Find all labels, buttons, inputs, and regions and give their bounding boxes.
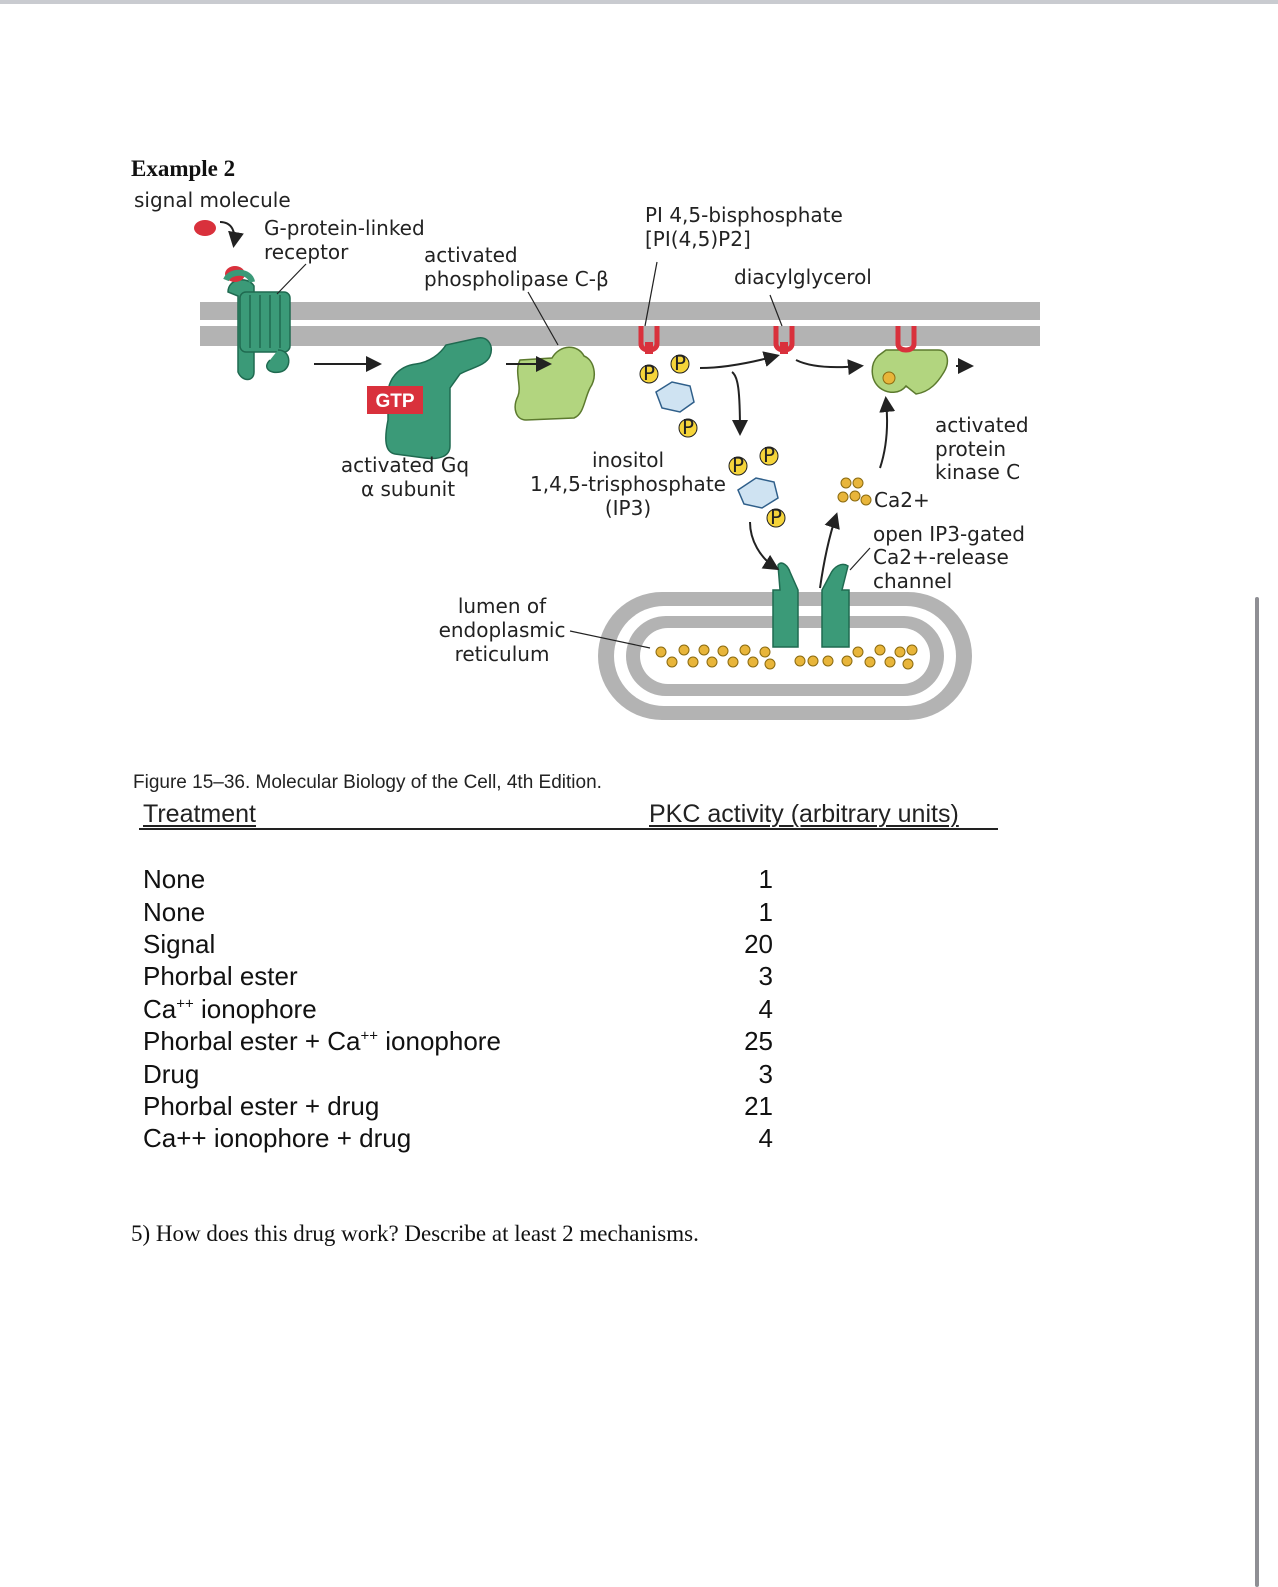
pkc-label-line1: activated — [935, 413, 1029, 437]
vertical-scrollbar[interactable] — [1255, 597, 1259, 1587]
activity-cell: 3 — [758, 961, 773, 991]
pip2-label-line2: [PI(4,5)P2] — [645, 227, 751, 251]
endoplasmic-reticulum — [598, 592, 972, 720]
figure-caption: Figure 15–36. Molecular Biology of the C… — [133, 772, 602, 793]
table-header-rule — [139, 828, 998, 830]
table-row: None 1 — [143, 864, 783, 896]
svg-text:P: P — [682, 415, 694, 439]
diagram-labels: signal molecule G-protein-linked recepto… — [134, 188, 1029, 666]
protein-kinase-c — [871, 326, 949, 395]
pathway-arrows — [314, 351, 974, 589]
svg-text:P: P — [643, 361, 655, 385]
activity-cell: 4 — [758, 994, 773, 1024]
gtp-label: GTP — [375, 391, 414, 412]
gq-label-line1: activated Gq — [341, 453, 469, 477]
treatment-cell: Phorbal ester + drug — [143, 1091, 380, 1121]
activity-cell: 1 — [758, 897, 773, 927]
activity-cell: 25 — [744, 1026, 773, 1056]
treatment-cell: Phorbal ester + Ca++ ionophore — [143, 1026, 501, 1056]
ip3-label-line2: 1,4,5-trisphosphate — [530, 472, 726, 496]
table-row: Ca++ ionophore 4 — [143, 994, 783, 1026]
plc-label-line1: activated — [424, 243, 518, 267]
treatment-cell: Phorbal ester — [143, 961, 298, 991]
example-heading: Example 2 — [131, 156, 236, 181]
table-row: Phorbal ester 3 — [143, 961, 783, 993]
pkc-label-line2: protein — [935, 437, 1006, 461]
phospholipase-c-beta — [514, 291, 596, 421]
treatment-cell: Ca++ ionophore + drug — [143, 1123, 412, 1153]
er-label-line1: lumen of — [458, 594, 547, 618]
channel-label-line3: channel — [873, 569, 952, 593]
activity-cell: 21 — [744, 1091, 773, 1121]
table-row: Ca++ ionophore + drug 4 — [143, 1123, 783, 1155]
diacylglycerol — [769, 294, 795, 354]
activity-cell: 3 — [758, 1059, 773, 1089]
er-label-line3: reticulum — [455, 642, 550, 666]
table-row: None 1 — [143, 897, 783, 929]
cytosolic-calcium-ions — [837, 477, 872, 506]
pkc-activity-header: PKC activity (arbitrary units) — [649, 800, 959, 828]
pkc-label-line3: kinase C — [935, 460, 1020, 484]
er-label-line2: endoplasmic — [439, 618, 566, 642]
signal-molecule — [194, 220, 244, 248]
plasma-membrane — [200, 302, 1040, 346]
gq-alpha-subunit: GTP — [367, 337, 492, 460]
signal-molecule-label: signal molecule — [134, 188, 291, 212]
table-row: Phorbal ester + drug 21 — [143, 1091, 783, 1123]
plc-label-line2: phospholipase C-β — [424, 267, 609, 291]
signaling-pathway-diagram: GTP P P P — [134, 188, 1040, 720]
table-row: Signal 20 — [143, 929, 783, 961]
calcium-label: Ca2+ — [874, 488, 930, 512]
ip3-molecule: P P P — [728, 443, 786, 529]
svg-text:P: P — [763, 443, 775, 467]
g-protein-linked-receptor — [223, 263, 307, 381]
treatment-cell: Drug — [143, 1059, 200, 1089]
pip2-headgroup: P P P — [639, 351, 698, 439]
gpcr-label-line2: receptor — [264, 240, 349, 264]
er-calcium-ions — [655, 644, 918, 670]
treatment-header: Treatment — [143, 800, 257, 828]
svg-text:P: P — [674, 351, 686, 375]
treatment-cell: None — [143, 864, 206, 894]
activity-cell: 20 — [744, 929, 773, 959]
question-text: 5) How does this drug work? Describe at … — [131, 1221, 699, 1246]
top-border — [0, 0, 1278, 4]
gpcr-label-line1: G-protein-linked — [264, 216, 425, 240]
treatment-cell: Signal — [143, 929, 216, 959]
activity-cell: 1 — [758, 864, 773, 894]
treatment-cell: Ca++ ionophore — [143, 994, 317, 1024]
table-row: Phorbal ester + Ca++ ionophore 25 — [143, 1026, 783, 1058]
channel-label-line2: Ca2+-release — [873, 545, 1009, 569]
ip3-label-line1: inositol — [592, 448, 664, 472]
dag-label: diacylglycerol — [734, 265, 872, 289]
treatment-cell: None — [143, 897, 206, 927]
svg-text:P: P — [732, 453, 744, 477]
svg-text:P: P — [770, 505, 782, 529]
ip3-label-line3: (IP3) — [605, 496, 651, 520]
channel-label-line1: open IP3-gated — [873, 522, 1025, 546]
ip3-gated-channel — [772, 562, 850, 648]
table-row: Drug 3 — [143, 1059, 783, 1091]
gq-label-line2: α subunit — [361, 477, 455, 501]
pip2-label-line1: PI 4,5-bisphosphate — [645, 203, 843, 227]
pip2-lipid — [638, 261, 660, 354]
activity-cell: 4 — [758, 1123, 773, 1153]
